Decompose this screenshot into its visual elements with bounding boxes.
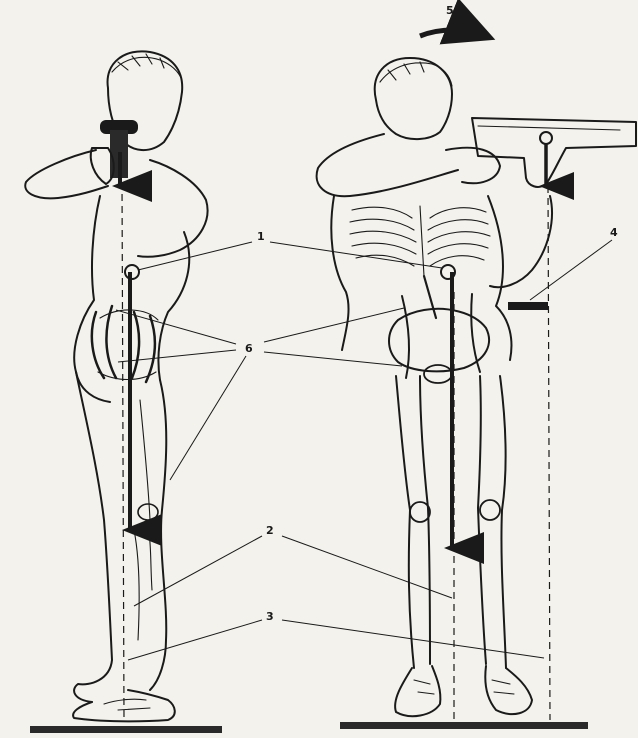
right-pubis (424, 365, 452, 383)
right-rifle-cg (540, 132, 552, 144)
left-front-leg (150, 380, 166, 690)
right-spine (424, 276, 436, 318)
left-right-arm (138, 160, 208, 257)
right-floor-bar (340, 722, 588, 729)
right-left-knee (410, 502, 430, 522)
right-left-foot (395, 666, 440, 716)
label-2: 2 (266, 524, 274, 537)
right-right-femur (500, 376, 506, 668)
right-right-knee (480, 500, 500, 520)
left-back-line (74, 196, 110, 402)
left-plumb-line (122, 182, 124, 720)
left-floor-bar (30, 726, 222, 733)
left-figure (25, 51, 207, 721)
left-back-leg (74, 372, 112, 702)
right-figure (317, 58, 636, 720)
right-torso-right (488, 196, 511, 360)
right-rifle-line (478, 126, 620, 130)
label-4: 4 (610, 226, 618, 239)
right-pelvis (389, 309, 489, 372)
right-foot-bones (414, 680, 514, 694)
right-right-arm (490, 196, 552, 287)
label-6: 6 (245, 342, 253, 355)
label-5: 5 (446, 4, 454, 17)
right-ribcage (350, 206, 490, 276)
label-3: 3 (266, 610, 274, 623)
right-head (375, 58, 452, 139)
right-right-foot (485, 666, 532, 714)
rotation-arrow (420, 30, 486, 36)
right-torso-left (331, 196, 348, 350)
left-knee (138, 504, 158, 520)
left-foot-bones (104, 699, 150, 710)
right-hair (380, 62, 452, 86)
right-rifle-plumb-line (548, 186, 550, 720)
right-left-arm (317, 134, 458, 196)
right-support-bar (508, 302, 548, 310)
label-1: 1 (257, 230, 265, 243)
right-hand (446, 148, 500, 183)
right-right-femur-inner (478, 376, 486, 664)
right-left-femur (396, 376, 414, 668)
